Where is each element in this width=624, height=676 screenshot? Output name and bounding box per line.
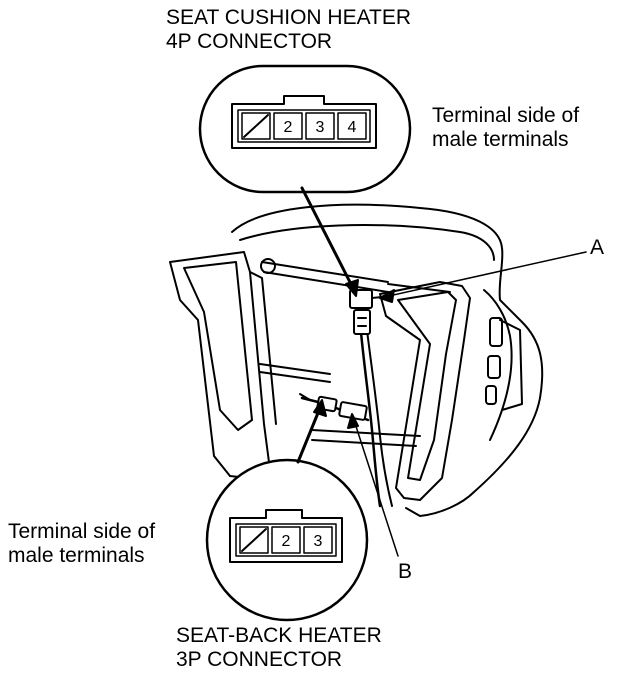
frame-left-inner — [183, 261, 253, 431]
seat-back-heater-title-line2: 3P CONNECTOR — [176, 648, 343, 671]
bottom-pin-1-cell — [239, 526, 269, 554]
frame-left-lip — [249, 271, 277, 425]
callout-a: A — [590, 236, 605, 259]
bottom-pin-1-slash — [241, 528, 267, 552]
bottom-pin-3-label: 3 — [314, 533, 323, 550]
upper-rod-right — [387, 283, 451, 293]
top-pin-4-label: 4 — [348, 119, 357, 136]
lower-rod — [311, 429, 421, 437]
top-pin-3-label: 3 — [316, 119, 325, 136]
leader-bottom-to-connector — [296, 406, 322, 464]
bottom-pin-2-label: 2 — [282, 533, 291, 550]
bottom-terminal-side-label-line1: Terminal side of — [8, 520, 156, 543]
top-connector-inner — [237, 109, 371, 143]
bottom-pin-2-cell — [271, 526, 301, 554]
top-pin-2-label: 2 — [284, 119, 293, 136]
harness-main — [358, 318, 382, 508]
leader-top-to-connector-a — [300, 186, 356, 292]
cushion-slot-2 — [487, 355, 501, 379]
top-terminal-side-label-line1: Terminal side of — [432, 104, 580, 127]
top-pin-2-cell — [273, 112, 303, 140]
frame-left-outline — [169, 251, 271, 479]
top-connector-housing — [231, 95, 377, 149]
lower-rod-2 — [311, 439, 417, 447]
leader-b-arrowhead — [347, 413, 359, 429]
frame-right-inner — [397, 291, 457, 481]
harness-secondary — [365, 321, 393, 507]
upper-rod-2 — [263, 271, 389, 293]
top-pin-3-cell — [305, 112, 335, 140]
leader-bottom-arrowhead — [313, 399, 327, 417]
cushion-edge — [483, 289, 513, 441]
seat-cushion-heater-title-line1: SEAT CUSHION HEATER — [166, 6, 412, 29]
seat-cushion-heater-title-line2: 4P CONNECTOR — [166, 30, 333, 53]
leader-top-arrowhead — [345, 279, 359, 297]
leader-callout-a — [379, 251, 587, 299]
top-pin-4-cell — [337, 112, 367, 140]
leader-a-arrowhead — [379, 289, 395, 303]
bottom-connector-inner — [235, 523, 337, 557]
top-pin-1-cell — [241, 112, 271, 140]
cushion-side-panel — [499, 319, 523, 411]
top-connector-callout: 2 3 4 — [198, 64, 412, 194]
bottom-terminal-side-label-line2: male terminals — [8, 544, 145, 567]
upper-rod — [261, 261, 389, 283]
middle-rod — [259, 363, 331, 375]
frame-right-outline — [379, 281, 471, 501]
bottom-connector-callout: 2 3 — [205, 458, 369, 622]
callout-b: B — [398, 560, 413, 583]
seat-cushion-outline — [231, 203, 544, 517]
seat-assembly — [169, 203, 544, 517]
bottom-pin-3-cell — [303, 526, 333, 554]
cushion-seam — [239, 224, 495, 261]
middle-rod-2 — [259, 371, 331, 383]
upper-rod-end — [260, 258, 276, 274]
top-pin-1-slash — [243, 114, 269, 138]
cushion-slot-1 — [489, 317, 503, 347]
seat-back-heater-title-line1: SEAT-BACK HEATER — [176, 624, 382, 647]
leader-callout-b — [351, 413, 399, 557]
cushion-slot-3 — [485, 385, 497, 405]
top-terminal-side-label-line2: male terminals — [432, 128, 569, 151]
bottom-connector-housing — [229, 509, 343, 563]
